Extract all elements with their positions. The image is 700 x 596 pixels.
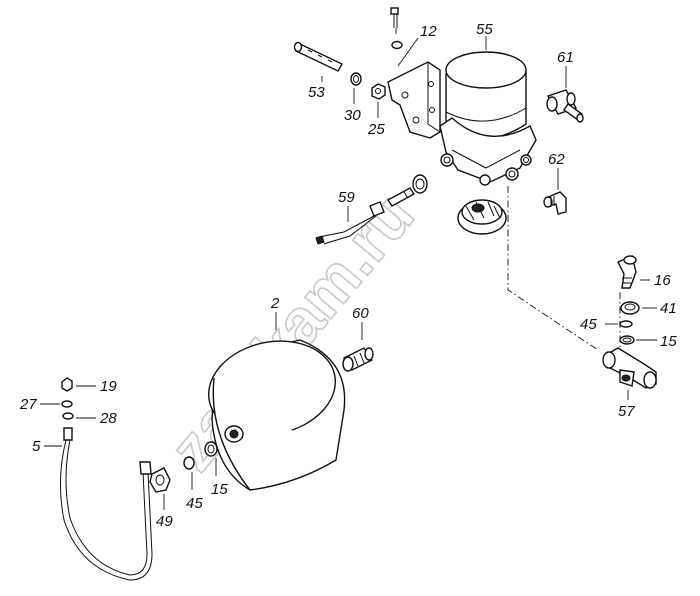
callout-41: 41: [660, 300, 677, 317]
part-12-bracket: [387, 61, 441, 139]
part-5-tube: [59, 427, 153, 581]
callout-49: 49: [156, 513, 173, 530]
callout-15-right: 15: [660, 333, 677, 350]
part-55-air-dryer: [439, 51, 537, 186]
part-15-washer-left: [204, 441, 218, 457]
callout-60: 60: [352, 305, 369, 322]
part-53-pin: [293, 41, 343, 72]
part-30-oring: [350, 72, 362, 86]
callout-53: 53: [308, 84, 325, 101]
part-heater-rod: [386, 174, 428, 207]
part-62-elbow: [543, 191, 567, 215]
callout-5: 5: [32, 438, 41, 455]
callout-45-right: 45: [580, 316, 597, 333]
callout-12: 12: [420, 23, 437, 40]
part-45-ring-left: [183, 456, 195, 470]
callout-27: 27: [19, 396, 37, 413]
part-19-nut: [61, 377, 73, 392]
part-top-washer: [391, 40, 403, 50]
callout-57: 57: [618, 403, 635, 420]
part-27-washer: [61, 400, 73, 408]
callout-28: 28: [99, 410, 117, 427]
callout-61: 61: [557, 49, 574, 66]
part-41-nut: [620, 301, 640, 315]
callout-45-left: 45: [186, 495, 203, 512]
callout-19: 19: [100, 378, 117, 395]
part-45-ring-right: [619, 320, 633, 328]
part-57-valve: [602, 347, 657, 389]
part-15-washer-right: [619, 335, 635, 345]
callout-16: 16: [654, 272, 671, 289]
leader-line: [397, 37, 419, 67]
callout-2: 2: [270, 295, 280, 312]
callout-25: 25: [367, 121, 385, 138]
part-49-clamp: [149, 467, 171, 493]
part-60-fitting: [342, 347, 374, 372]
part-16-elbow-fitting: [617, 255, 637, 289]
assembly-line: [507, 186, 599, 351]
part-2-air-tank: [207, 339, 346, 491]
callout-30: 30: [344, 107, 361, 124]
part-25-nut: [371, 83, 386, 100]
callout-15-left: 15: [211, 481, 228, 498]
part-28-washer: [62, 412, 74, 420]
part-dryer-heater: [457, 199, 507, 235]
part-61-tee-fitting: [546, 89, 584, 123]
part-59-sensor: [315, 201, 385, 245]
callout-55: 55: [476, 21, 493, 38]
part-top-bolt: [390, 7, 399, 28]
callout-59: 59: [338, 189, 355, 206]
callout-62: 62: [548, 151, 565, 168]
